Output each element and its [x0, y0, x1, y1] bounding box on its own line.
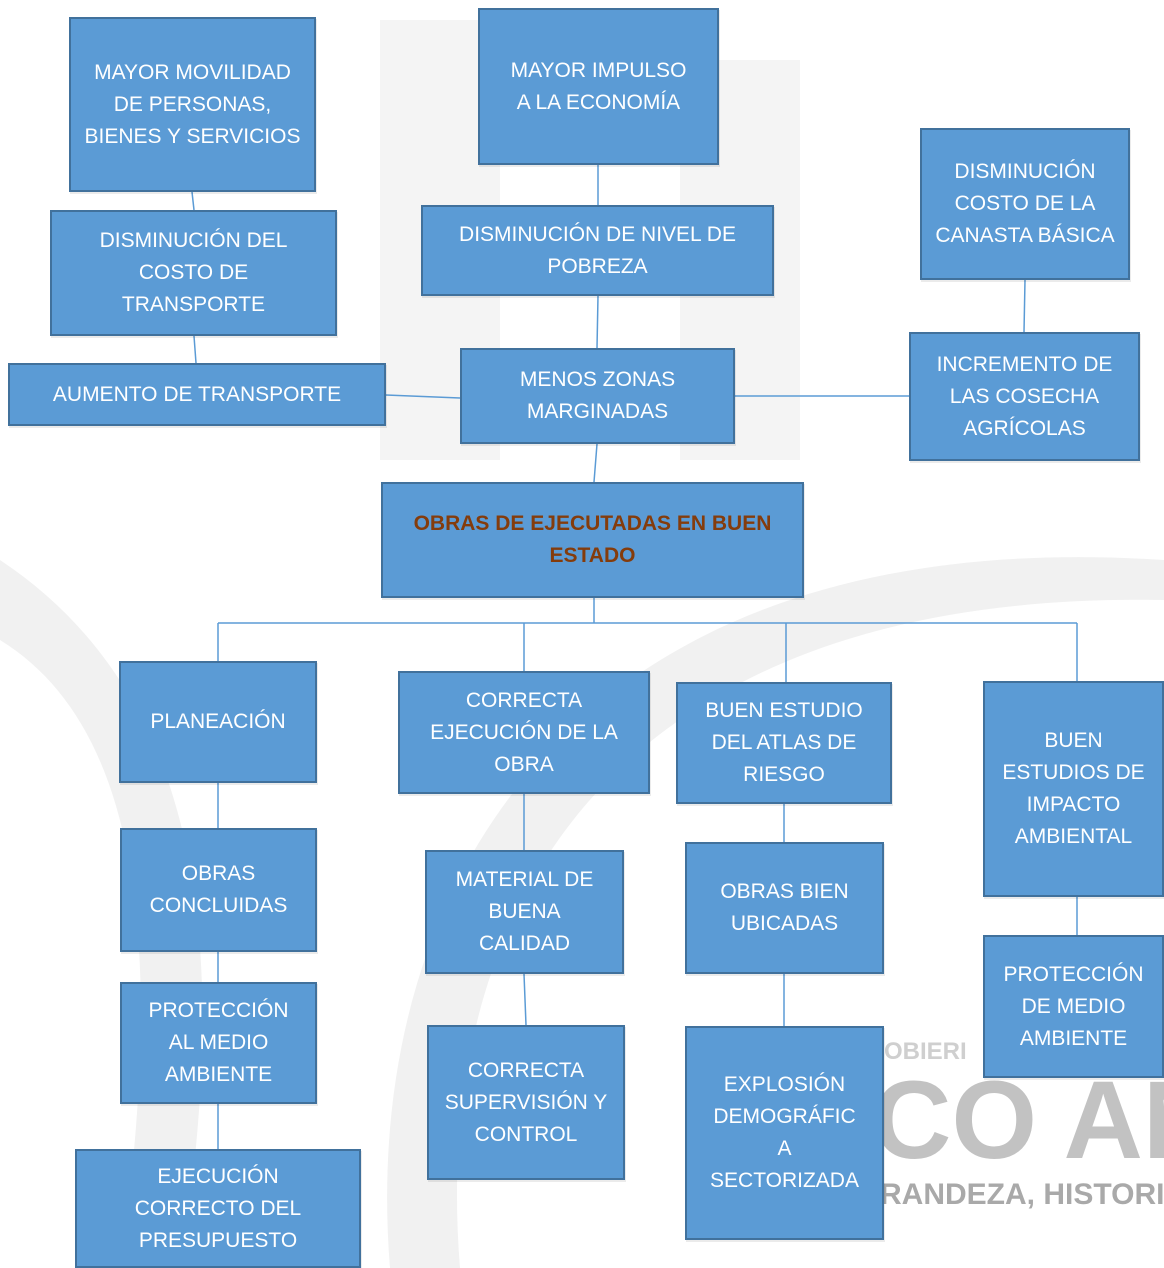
box-proteccion-al-medio: PROTECCIÓN AL MEDIO AMBIENTE [120, 982, 317, 1104]
box-buen-estudios-impacto: BUEN ESTUDIOS DE IMPACTO AMBIENTAL [983, 681, 1164, 897]
box-obras-ejecutadas: OBRAS DE EJECUTADAS EN BUEN ESTADO [381, 482, 804, 598]
box-correcta-ejecucion: CORRECTA EJECUCIÓN DE LA OBRA [398, 671, 650, 794]
box-obras-ubicadas: OBRAS BIEN UBICADAS [685, 842, 884, 974]
connector-line [193, 335, 197, 364]
box-obras-concluidas: OBRAS CONCLUIDAS [120, 828, 317, 952]
box-planeacion: PLANEACIÓN [119, 661, 317, 783]
box-proteccion-medio: PROTECCIÓN DE MEDIO AMBIENTE [983, 935, 1164, 1078]
box-mayor-movilidad: MAYOR MOVILIDAD DE PERSONAS, BIENES Y SE… [69, 17, 316, 192]
box-ejecucion-presupuesto: EJECUCIÓN CORRECTO DEL PRESUPUESTO [75, 1149, 361, 1268]
box-explosion-demografica: EXPLOSIÓN DEMOGRÁFIC A SECTORIZADA [685, 1026, 884, 1240]
box-correcta-supervision: CORRECTA SUPERVISIÓN Y CONTROL [427, 1025, 625, 1180]
box-mayor-impulso: MAYOR IMPULSO A LA ECONOMÍA [478, 8, 719, 165]
box-material-calidad: MATERIAL DE BUENA CALIDAD [425, 850, 624, 974]
connector-line [593, 443, 598, 483]
connector-line [385, 394, 461, 399]
connector-line [191, 191, 195, 211]
box-disminucion-canasta: DISMINUCIÓN COSTO DE LA CANASTA BÁSICA [920, 128, 1130, 280]
connector-line [1023, 279, 1026, 333]
box-menos-zonas: MENOS ZONAS MARGINADAS [460, 348, 735, 444]
box-disminucion-pobreza: DISMINUCIÓN DE NIVEL DE POBREZA [421, 205, 774, 296]
box-buen-estudio-atlas: BUEN ESTUDIO DEL ATLAS DE RIESGO [676, 682, 892, 804]
box-incremento-cosechas: INCREMENTO DE LAS COSECHA AGRÍCOLAS [909, 332, 1140, 461]
connector-line [523, 973, 527, 1026]
box-aumento-transporte: AUMENTO DE TRANSPORTE [8, 363, 386, 426]
connector-line [596, 295, 599, 349]
box-disminucion-transporte: DISMINUCIÓN DEL COSTO DE TRANSPORTE [50, 210, 337, 336]
